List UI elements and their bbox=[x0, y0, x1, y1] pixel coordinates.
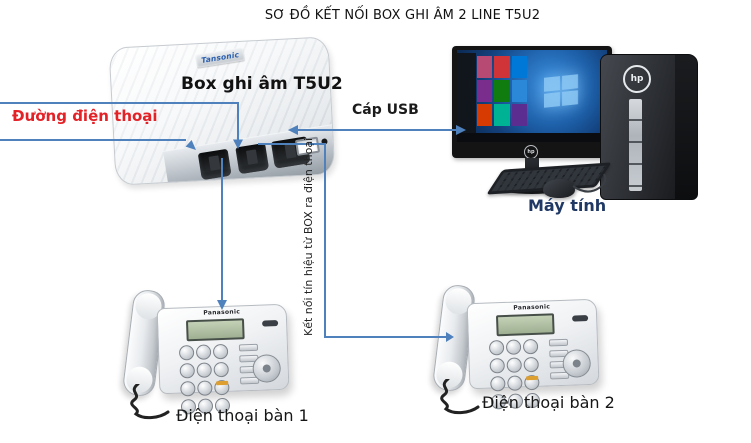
phone2-label: Điện thoại bàn 2 bbox=[482, 393, 615, 412]
tower-side-panel bbox=[675, 55, 697, 199]
usb-cable-label: Cáp USB bbox=[352, 102, 419, 118]
phone2-nav-dial bbox=[562, 349, 592, 378]
phone1-nav-dial bbox=[252, 354, 282, 383]
phone1-amber-button bbox=[216, 380, 229, 386]
phone1-display bbox=[185, 318, 245, 342]
rj11-port-2 bbox=[235, 142, 270, 175]
phone2-body: Panasonic bbox=[466, 298, 600, 410]
recorder-box-label: Box ghi âm T5U2 bbox=[181, 74, 343, 94]
phone2-cord bbox=[440, 379, 480, 415]
power-jack bbox=[321, 138, 328, 145]
computer-label: Máy tính bbox=[528, 196, 607, 215]
tower-hp-logo: hp bbox=[623, 65, 651, 93]
phone1-body: Panasonic bbox=[156, 303, 290, 415]
box-to-phones-label: Kết nối tín hiệu từ BOX ra điện thoại bbox=[302, 137, 315, 336]
phone1-model-badge bbox=[262, 320, 279, 327]
phone1-cord bbox=[130, 384, 170, 420]
tower-illustration: hp bbox=[600, 54, 698, 200]
phone1-brand-text: Panasonic bbox=[203, 308, 241, 317]
diagram-title: SƠ ĐỒ KẾT NỐI BOX GHI ÂM 2 LINE T5U2 bbox=[264, 8, 541, 23]
tower-drive-strip bbox=[629, 99, 642, 191]
phone2-amber-button bbox=[526, 375, 539, 381]
phone-line-label: Đường điện thoại bbox=[12, 107, 158, 125]
phone2-display bbox=[495, 313, 555, 337]
phone1-label: Điện thoại bàn 1 bbox=[176, 406, 309, 425]
taskbar bbox=[457, 133, 607, 142]
windows-logo-icon bbox=[544, 73, 578, 108]
phone2-model-badge bbox=[572, 315, 589, 322]
monitor-hp-logo: hp bbox=[524, 145, 538, 159]
desk-phone-2-illustration: Panasonic bbox=[431, 283, 604, 415]
start-menu-tiles bbox=[477, 56, 527, 126]
start-menu-sidebar bbox=[457, 53, 476, 133]
phone2-brand-text: Panasonic bbox=[513, 303, 551, 312]
desk-phone-1-illustration: Panasonic bbox=[121, 288, 294, 420]
tower-shell: hp bbox=[600, 54, 698, 200]
monitor-bezel: hp bbox=[452, 46, 612, 159]
rj11-port-1 bbox=[197, 148, 232, 181]
monitor-screen bbox=[457, 50, 607, 142]
mouse-illustration bbox=[543, 179, 575, 198]
